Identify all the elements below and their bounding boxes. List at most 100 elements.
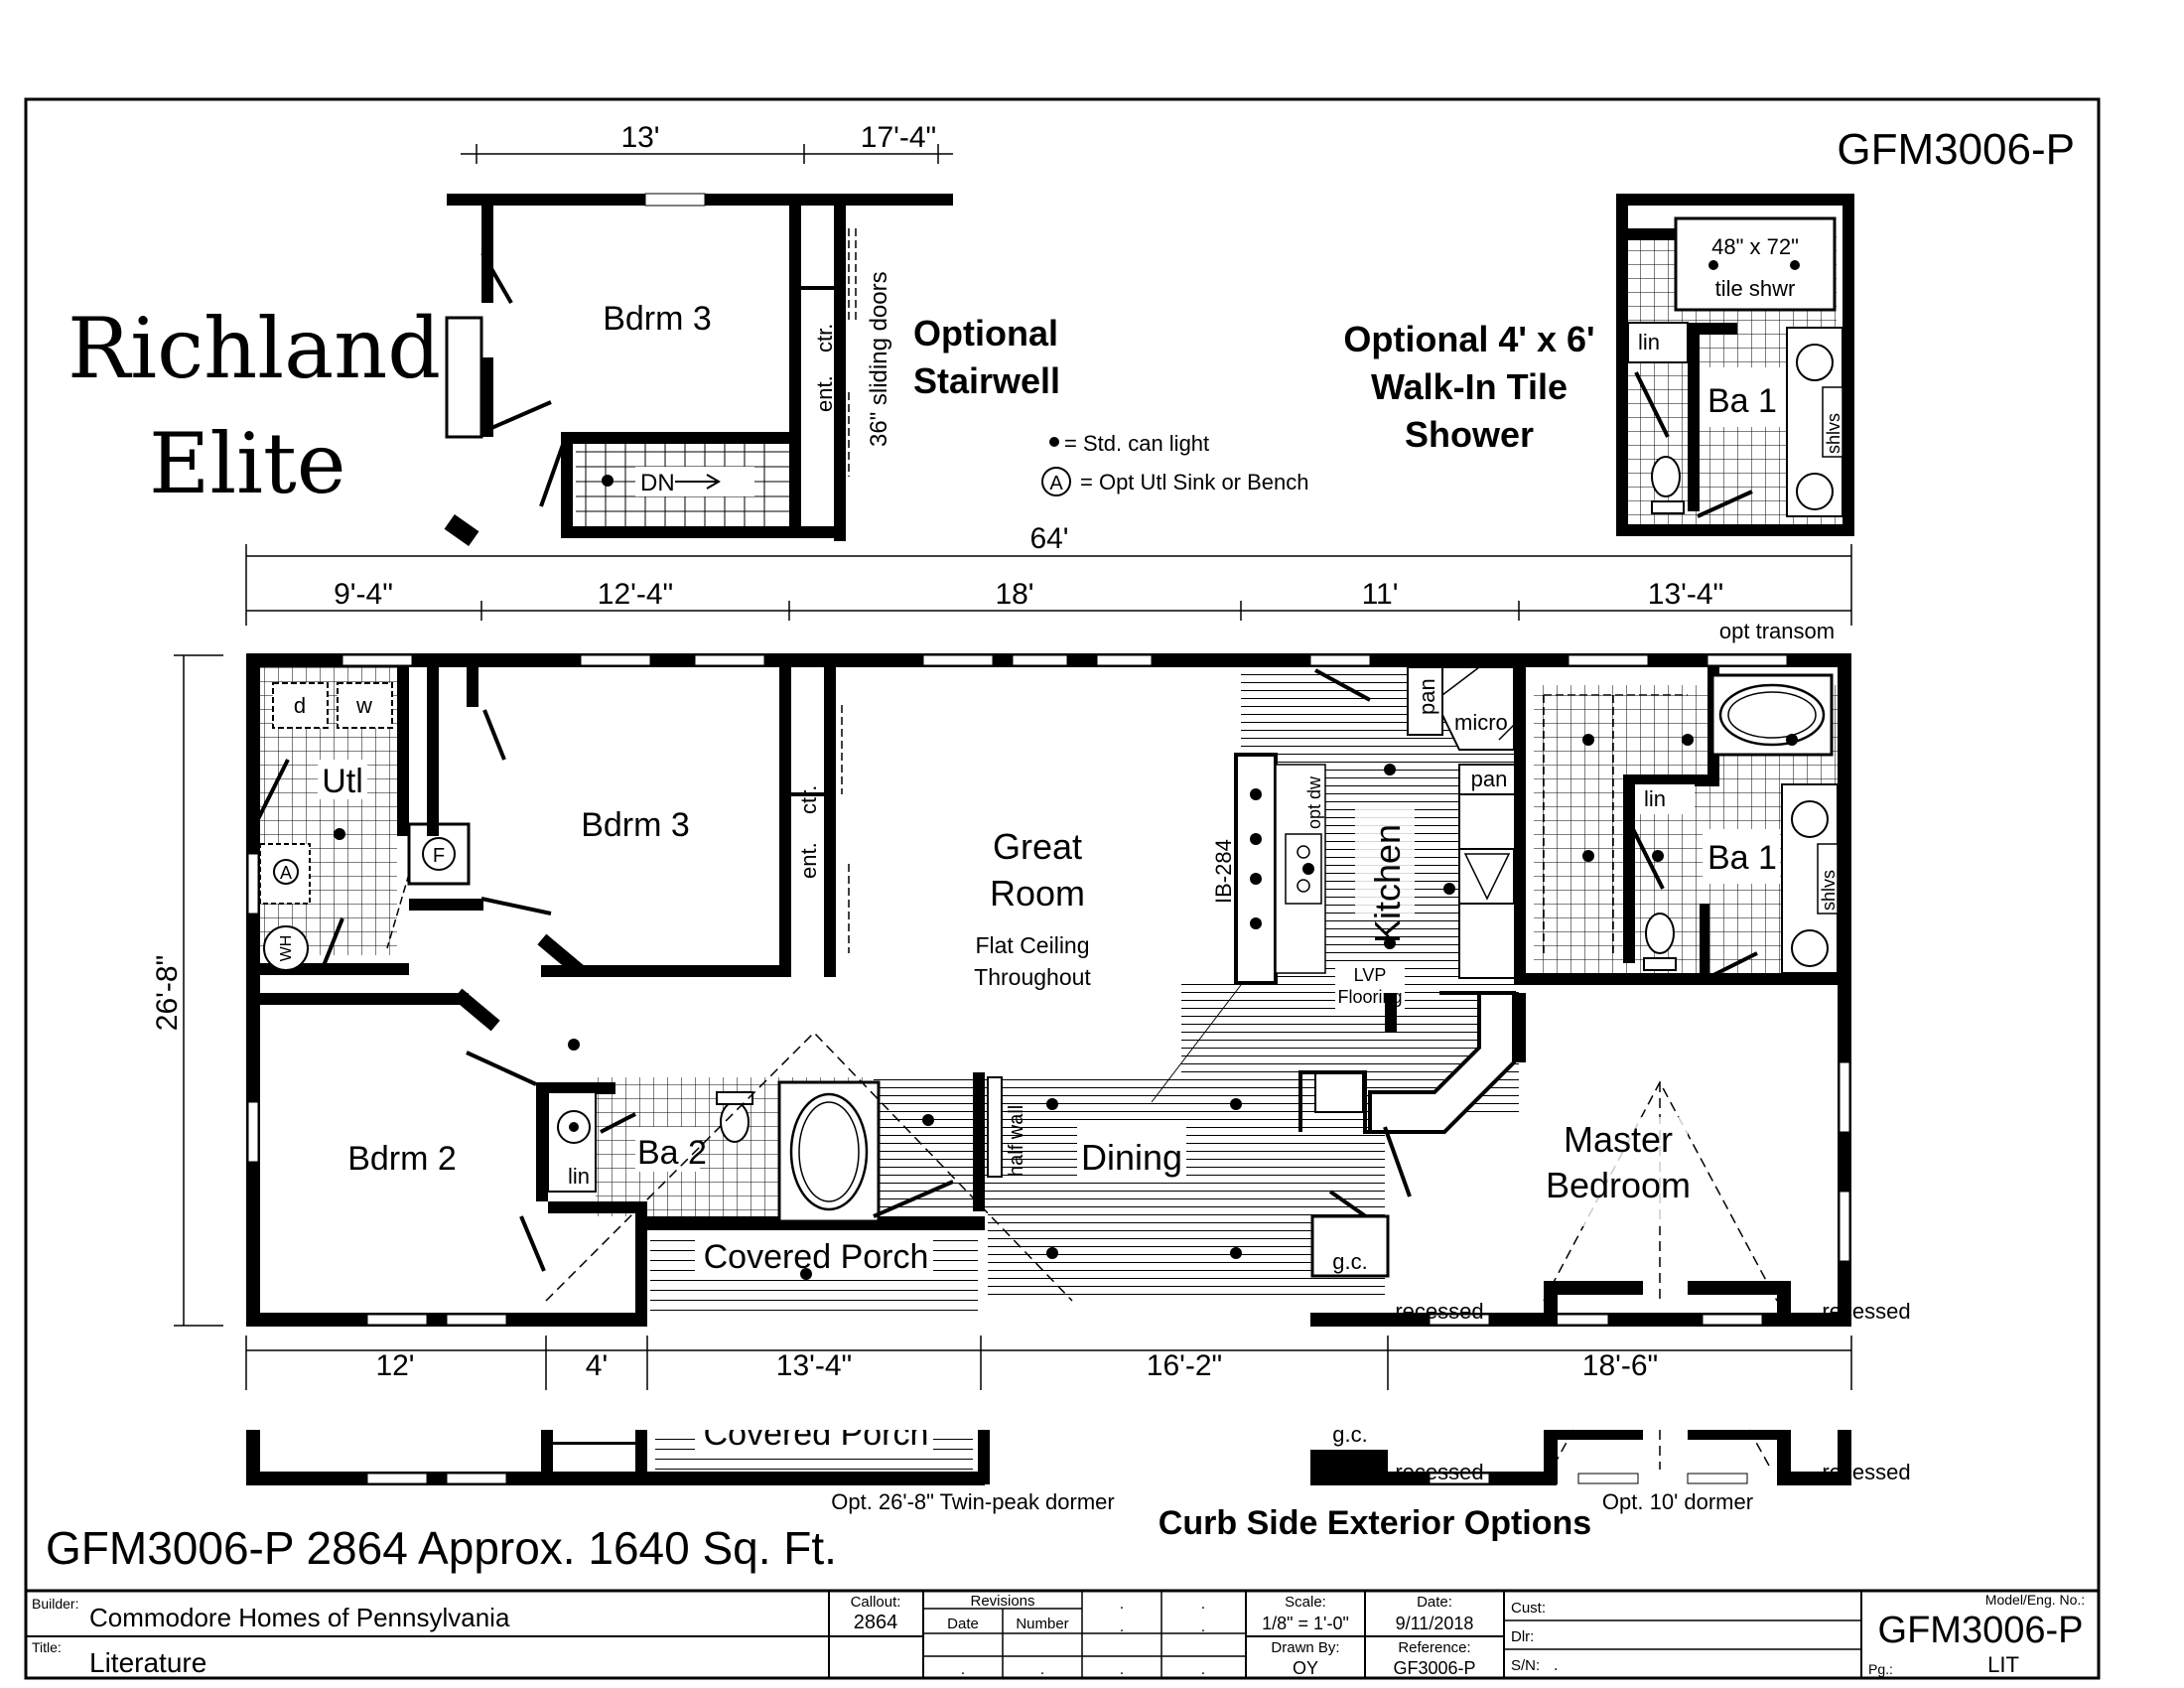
dim-lower-1: 12': [375, 1349, 414, 1382]
title-label: Title:: [32, 1639, 62, 1655]
revisions-label: Revisions: [970, 1593, 1034, 1610]
sn-label: S/N:: [1511, 1657, 1540, 1674]
pg-value: LIT: [1987, 1652, 2019, 1677]
ba1-label: Ba 1: [1707, 839, 1777, 877]
model-eng-label: Model/Eng. No.:: [1985, 1592, 2085, 1608]
ext-recessed-left: recessed: [1395, 1460, 1483, 1484]
bdrm3-opt-label: Bdrm 3: [603, 300, 712, 338]
kitchen-label: Kitchen: [1367, 824, 1408, 943]
lin-ba1-label: lin: [1644, 786, 1666, 811]
dining-label: Dining: [1081, 1137, 1182, 1178]
cust-label: Cust:: [1511, 1600, 1546, 1617]
rev-dot-6: .: [1040, 1661, 1044, 1678]
opt-shower-line1: Optional 4' x 6': [1343, 319, 1594, 359]
dlr-label: Dlr:: [1511, 1628, 1534, 1645]
pan-upper-label: pan: [1415, 678, 1439, 715]
brand-line-2: Elite: [149, 415, 346, 512]
pg-label: Pg.:: [1868, 1661, 1893, 1677]
scale-value: 1/8" = 1'-0": [1262, 1614, 1349, 1633]
opt-shower-line3: Shower: [1405, 414, 1534, 455]
title-block: [24, 1589, 2101, 1680]
dim-upper-5: 13'-4": [1648, 578, 1723, 611]
rev-dot-3: .: [1120, 1618, 1124, 1635]
dim-lower-4: 16'-2": [1147, 1349, 1222, 1382]
dim-opt-13: 13': [620, 121, 659, 154]
plan-summary: GFM3006-P 2864 Approx. 1640 Sq. Ft.: [46, 1522, 837, 1574]
covered-porch-label: Covered Porch: [704, 1238, 929, 1276]
legend-can-light: = Std. can light: [1064, 431, 1209, 456]
dim-lower-5: 18'-6": [1582, 1349, 1658, 1382]
lin-inset-label: lin: [1638, 330, 1660, 354]
dormer-10-label: Opt. 10' dormer: [1602, 1489, 1753, 1514]
ib-284-label: IB-284: [1211, 839, 1236, 904]
model-eng-value: GFM3006-P: [1878, 1610, 2084, 1651]
rev-number-col: Number: [1016, 1616, 1068, 1632]
builder-label: Builder:: [32, 1596, 78, 1612]
curb-side-title: Curb Side Exterior Options: [1159, 1504, 1591, 1542]
rev-dot-5: .: [961, 1661, 965, 1678]
rev-dot-8: .: [1201, 1661, 1205, 1678]
stair-dn-label: DN: [640, 470, 675, 496]
ctr-opt-label: ctr.: [812, 324, 837, 352]
flat-ceiling-line2: Throughout: [974, 964, 1091, 990]
shlvs-label: shlvs: [1819, 870, 1839, 911]
dryer-label: d: [294, 693, 306, 718]
opt-transom-label: opt transom: [1719, 619, 1835, 643]
drawn-by-label: Drawn By:: [1271, 1639, 1339, 1656]
dim-upper-2: 12'-4": [598, 578, 673, 611]
rev-dot-1: .: [1120, 1596, 1124, 1613]
dim-overall-64: 64': [1029, 522, 1068, 555]
callout-label: Callout:: [851, 1594, 901, 1611]
ent-opt-label: ent.: [812, 375, 837, 412]
pan-lower-label: pan: [1471, 767, 1508, 791]
reference-value: GF3006-P: [1393, 1658, 1475, 1678]
tile-shower-label: tile shwr: [1715, 276, 1796, 301]
opt-shower-line2: Walk-In Tile: [1371, 366, 1568, 407]
recessed-right-label: recessed: [1822, 1299, 1910, 1324]
great-room-line1: Great: [993, 826, 1082, 867]
dimensions-top: [245, 544, 1852, 626]
micro-label: micro: [1454, 710, 1508, 735]
ba2-label: Ba 2: [637, 1134, 707, 1172]
recessed-left-label: recessed: [1395, 1299, 1483, 1324]
flat-ceiling-line1: Flat Ceiling: [975, 932, 1089, 958]
ent-label: ent.: [796, 842, 821, 879]
brand-line-1: Richland: [68, 300, 441, 397]
dimensions-bottom: [245, 1336, 1852, 1390]
ext-gc-label: g.c.: [1332, 1422, 1367, 1447]
reference-label: Reference:: [1398, 1639, 1470, 1656]
rev-date-col: Date: [947, 1616, 979, 1632]
dim-upper-1: 9'-4": [334, 578, 393, 611]
scale-label: Scale:: [1285, 1594, 1326, 1611]
dim-upper-4: 11': [1362, 578, 1399, 611]
util-sink-mark: A: [280, 863, 292, 883]
optional-stairwell-inset: 13' 17'-4": [444, 121, 1060, 546]
shlvs-inset-label: shlvs: [1824, 413, 1843, 454]
drawn-by-value: OY: [1293, 1658, 1318, 1678]
rev-dot-2: .: [1201, 1596, 1205, 1613]
callout-value: 2864: [854, 1612, 898, 1633]
washer-label: w: [355, 693, 372, 718]
dim-lower-2: 4': [586, 1349, 608, 1382]
opt-stairwell-line2: Stairwell: [913, 360, 1060, 401]
furnace-label: F: [433, 845, 445, 867]
ba1-inset-label: Ba 1: [1707, 382, 1777, 420]
date-label: Date:: [1417, 1594, 1452, 1611]
dim-upper-3: 18': [995, 578, 1033, 611]
sliding-doors-label: 36" sliding doors: [866, 271, 892, 447]
dim-opt-17-4: 17'-4": [861, 121, 936, 154]
optional-shower-inset: 48" x 72" tile shwr lin Ba 1 shlvs: [1616, 194, 1854, 536]
sn-value: .: [1554, 1657, 1558, 1674]
bdrm3-label: Bdrm 3: [581, 806, 690, 844]
rev-dot-7: .: [1120, 1661, 1124, 1678]
ext-recessed-right: recessed: [1822, 1460, 1910, 1484]
rev-dot-4: .: [1201, 1618, 1205, 1635]
builder-value: Commodore Homes of Pennsylvania: [89, 1603, 510, 1632]
half-wall-label: half wall: [1006, 1105, 1027, 1177]
tile-shower-size: 48" x 72": [1711, 234, 1799, 259]
twin-peak-dormer-label: Opt. 26'-8" Twin-peak dormer: [831, 1489, 1115, 1514]
ctr-label: ctr.: [796, 785, 821, 814]
water-heater-label: WH: [278, 935, 295, 962]
great-room-line2: Room: [990, 873, 1085, 914]
